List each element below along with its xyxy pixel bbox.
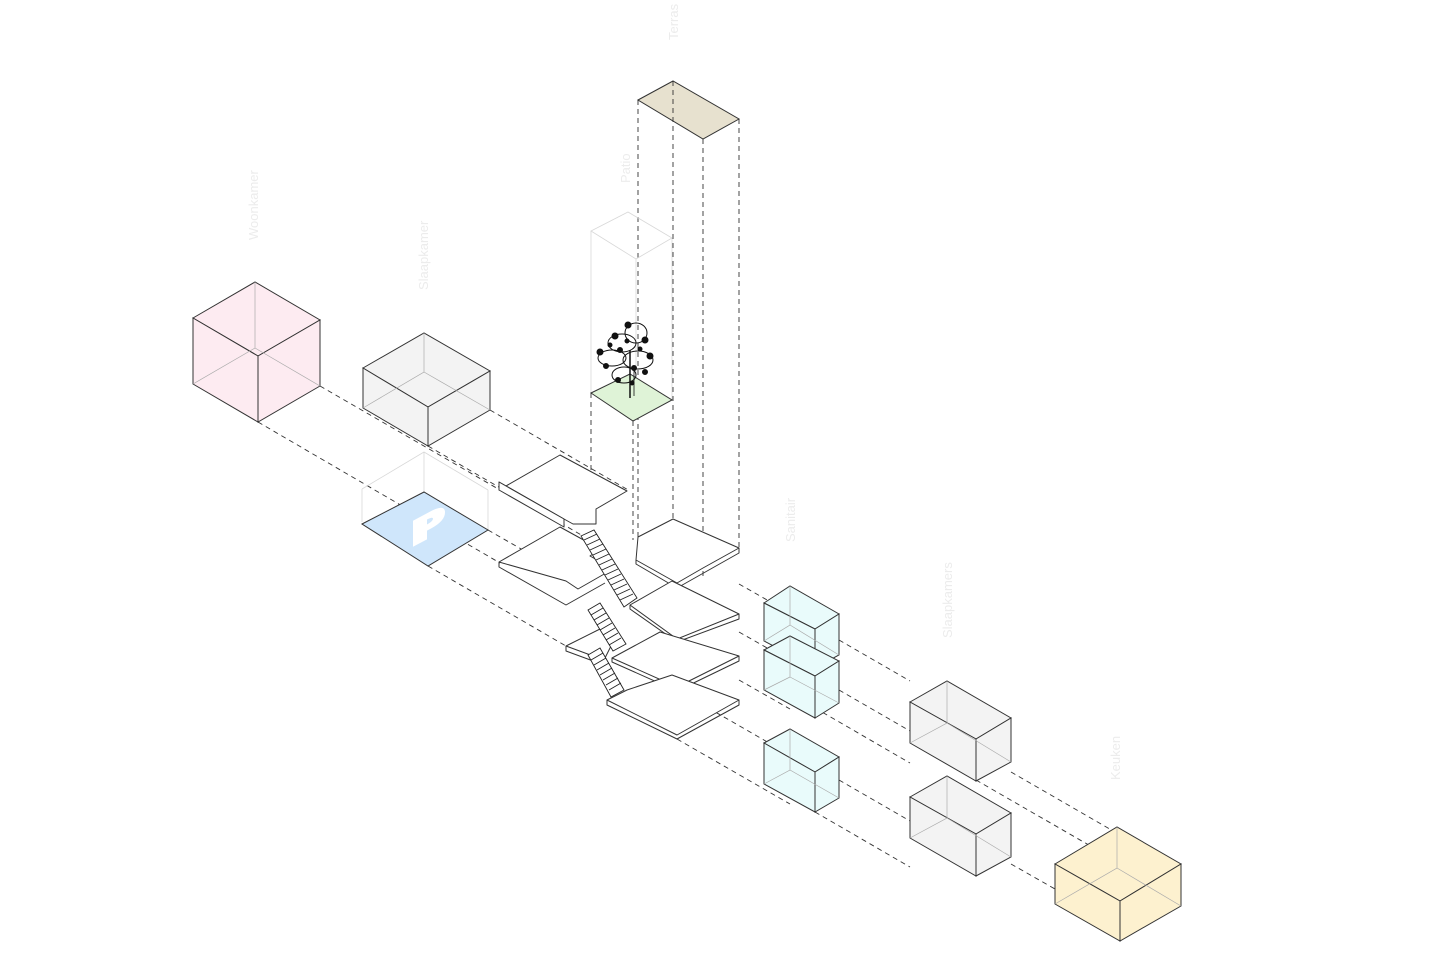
parking-volume [360, 451, 489, 567]
slaapkamer-volume [362, 332, 491, 447]
slab-level-1 [606, 674, 740, 736]
terras-roof [636, 80, 741, 140]
terras-volume [636, 80, 741, 578]
patio-volume [589, 211, 673, 540]
label-slaapkamer: Slaapkamer [416, 220, 431, 290]
slab-level-3-right [629, 580, 740, 640]
slaapkamers-volume-upper [908, 680, 1012, 782]
label-woonkamer: Woonkamer [246, 169, 261, 240]
woonkamer-volume [192, 281, 321, 423]
label-slaapkamers: Slaapkamers [940, 562, 955, 638]
keuken-volume [1054, 826, 1182, 942]
parking-icon [413, 507, 445, 547]
slab-level-4-left [498, 454, 628, 525]
label-sanitair: Sanitair [783, 497, 798, 542]
label-terras: Terras [666, 3, 681, 40]
tree-icon [596, 321, 654, 398]
sanitair-volume-lower [762, 728, 840, 813]
floor-slabs [498, 454, 740, 740]
stair-icon [580, 529, 638, 698]
label-keuken: Keuken [1108, 736, 1123, 780]
label-patio: Patio [618, 153, 633, 183]
sanitair-volume-middle [762, 635, 841, 719]
slaapkamers-volume-lower [908, 775, 1012, 877]
